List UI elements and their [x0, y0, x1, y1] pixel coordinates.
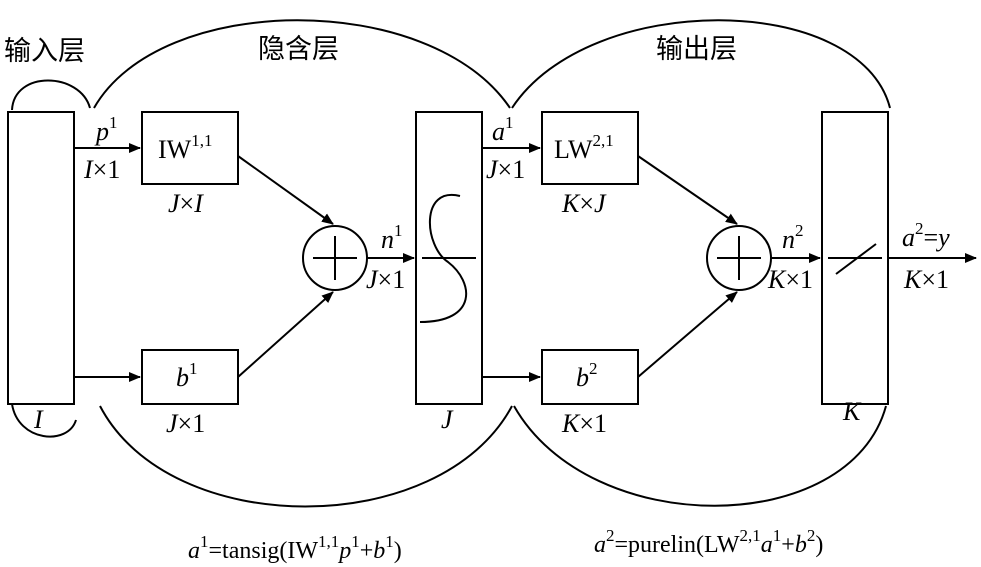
hidden-block-dim: J: [441, 405, 454, 434]
a2-label: a2=y: [902, 219, 950, 252]
b2-dim: K×1: [561, 409, 607, 438]
input-block-dim: I: [33, 405, 44, 434]
tansig-icon: [419, 193, 468, 323]
n1-label: n1: [381, 221, 403, 254]
input-layer-label: 输入层: [4, 36, 85, 67]
arrow-b2-sum: [637, 291, 738, 378]
n1-dim: J×1: [366, 265, 405, 294]
b2-label: b2: [576, 359, 598, 392]
tansig-formula: a1=tansig(IW1,1p1+b1): [188, 532, 402, 564]
purelin-formula: a2=purelin(LW2,1a1+b2): [594, 526, 823, 558]
input-layer-bottom-arc: [11, 403, 77, 438]
b2-box: [541, 349, 639, 405]
iw-dim: J×I: [168, 189, 204, 218]
n2-dim: K×1: [767, 265, 813, 294]
iw-box: [141, 111, 239, 185]
lw-box: [541, 111, 639, 185]
b1-dim: J×1: [166, 409, 205, 438]
arrow-lw-sum: [637, 155, 738, 225]
output-block-dim: K: [842, 397, 862, 426]
a1-dim: J×1: [486, 155, 525, 184]
p1-dim: I×1: [83, 155, 120, 184]
purelin-icon: [835, 243, 877, 275]
hidden-layer-arc-top: [93, 19, 511, 109]
input-block: [7, 111, 75, 405]
b1-label: b1: [176, 359, 198, 392]
input-layer-top-arc: [11, 79, 91, 111]
output-layer-arc-top: [511, 19, 891, 109]
lw-dim: K×J: [561, 189, 607, 218]
lw-label: LW2,1: [554, 131, 614, 164]
a2-dim: K×1: [903, 265, 949, 294]
arrow-b1-sum: [237, 291, 334, 378]
iw-label: IW1,1: [158, 131, 212, 164]
hidden-layer-arc-bottom: [99, 405, 513, 508]
p1-label: p1: [94, 113, 118, 146]
output-layer-label: 输出层: [656, 34, 737, 65]
hidden-layer-label: 隐含层: [258, 34, 339, 65]
arrow-iw-sum: [237, 155, 334, 225]
output-layer-arc-bottom: [513, 405, 887, 507]
a1-label: a1: [492, 113, 514, 146]
n2-label: n2: [782, 221, 804, 254]
